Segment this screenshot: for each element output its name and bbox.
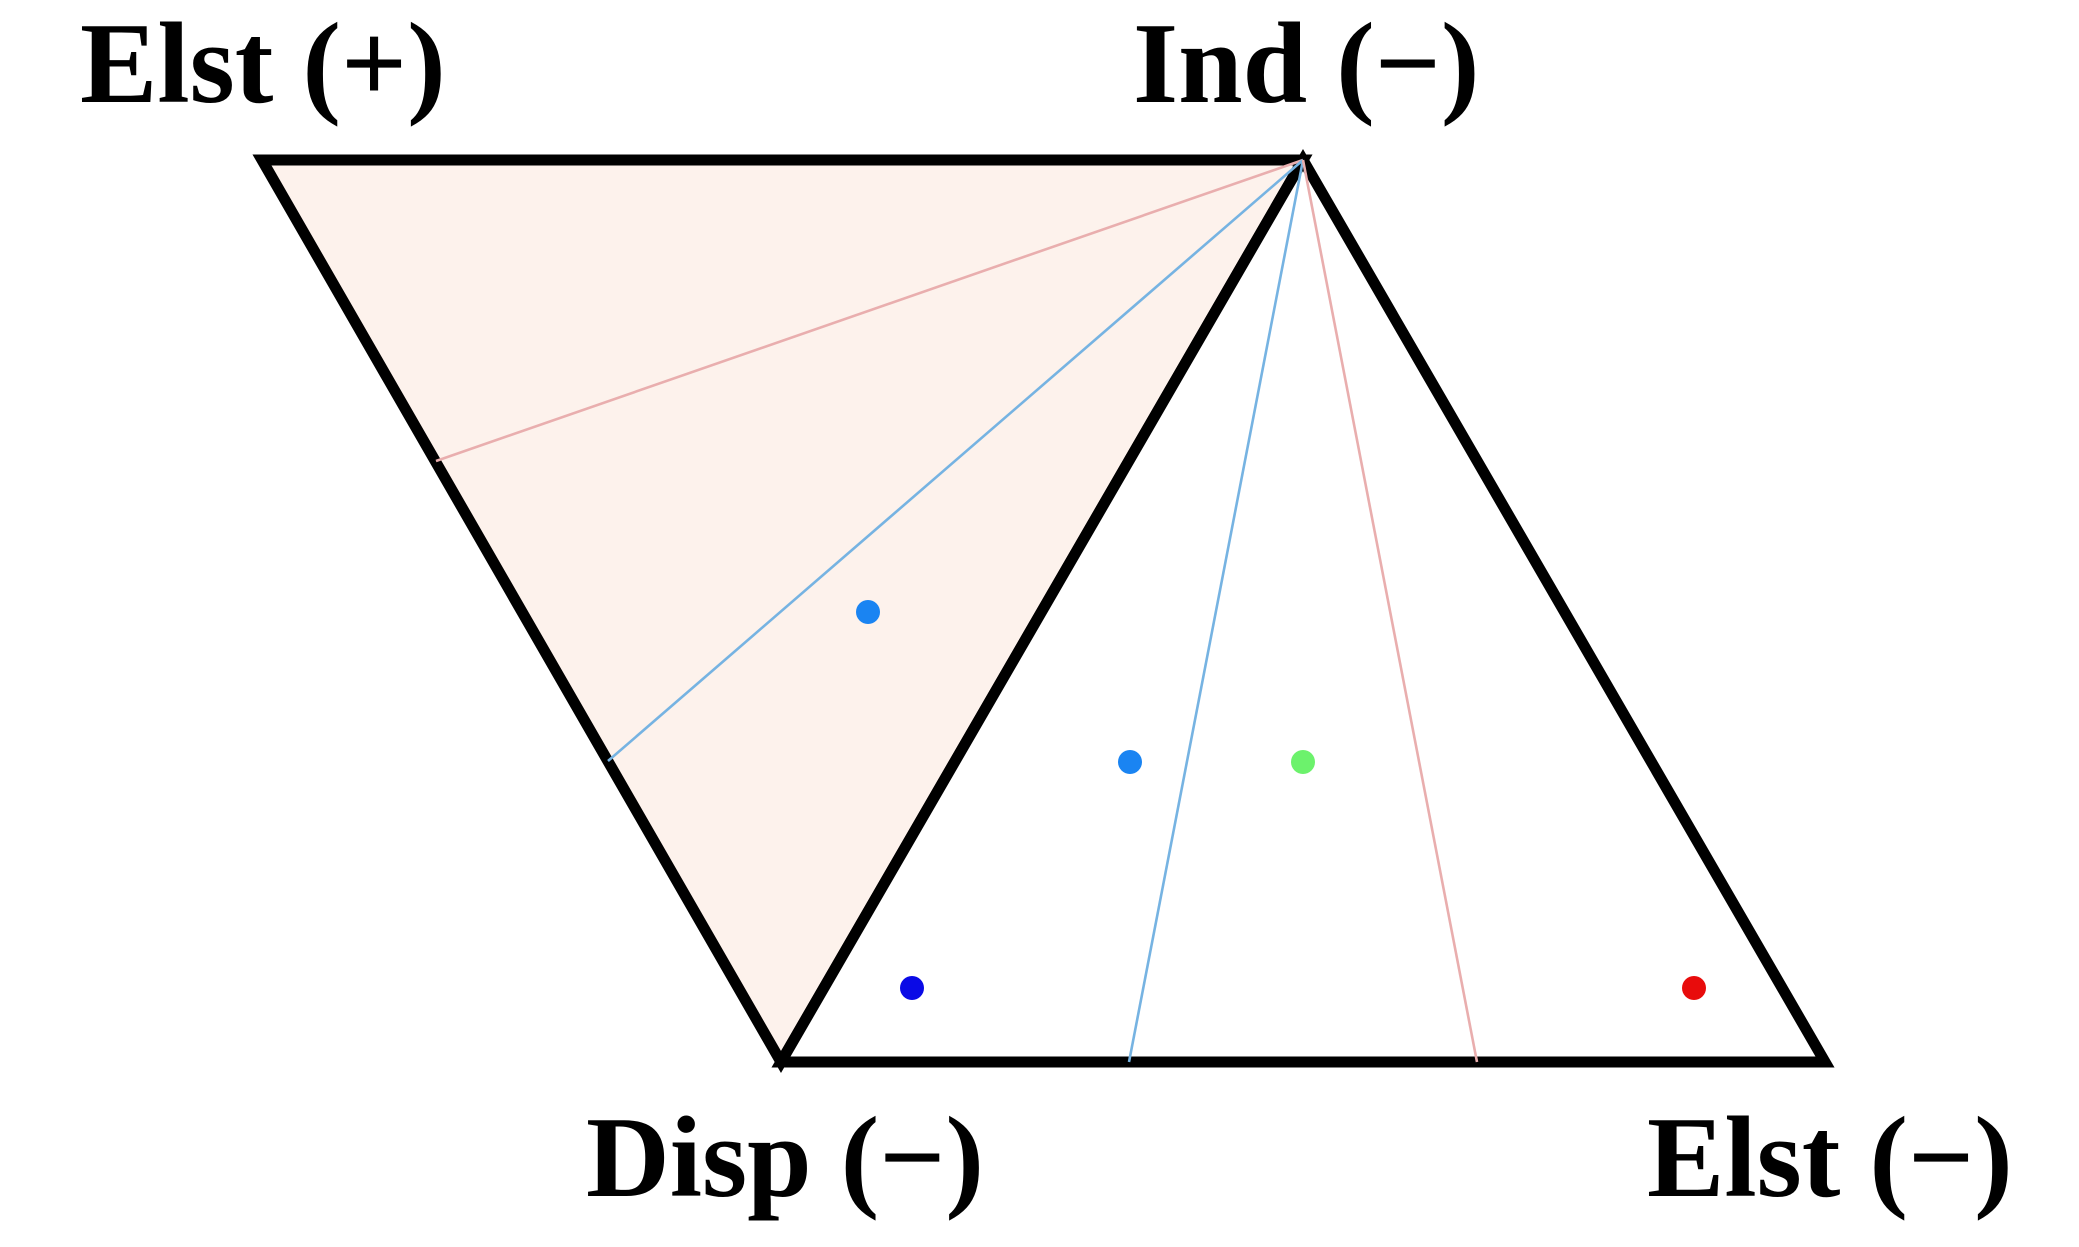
vertex-label-disp-negative: Disp (−) <box>586 1094 984 1222</box>
guide-line-pink-right <box>1301 159 1479 1063</box>
guide-line-pink-left <box>435 158 1304 463</box>
guide-line-blue-right <box>1127 159 1305 1063</box>
data-point-green <box>1291 750 1315 774</box>
vertex-label-ind-negative: Ind (−) <box>1133 0 1480 128</box>
data-point-blue-upper <box>856 600 880 624</box>
data-point-dark-blue <box>900 976 924 1000</box>
right-triangle <box>771 149 1835 1068</box>
vertex-label-elst-negative: Elst (−) <box>1647 1094 2013 1222</box>
data-point-blue-middle <box>1118 750 1142 774</box>
data-point-red <box>1682 976 1706 1000</box>
guide-line-blue-left <box>607 159 1304 762</box>
vertex-label-elst-positive: Elst (+) <box>80 0 446 128</box>
